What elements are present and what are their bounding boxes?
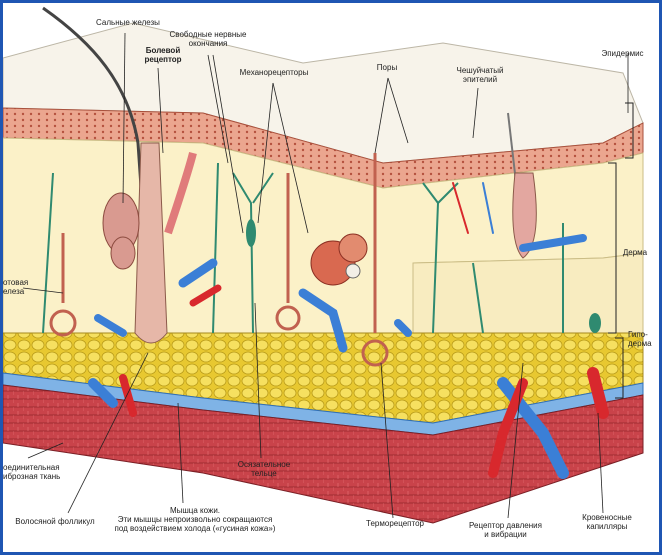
label-pain-receptor: Болевой рецептор (133, 46, 193, 64)
tactile-corpuscle (246, 219, 256, 247)
label-skin-muscle: Мышца кожи. Эти мышцы непроизвольно сокр… (105, 506, 285, 533)
label-squamous-epithelium: Чешуйчатый эпителий (450, 66, 510, 84)
label-sebaceous-glands: Сальные железы (88, 18, 168, 27)
label-free-nerve-endings: Свободные нервные окончания (168, 30, 248, 48)
label-hair-follicle: Волосяной фолликул (10, 517, 100, 526)
pressure-corpuscle (589, 313, 601, 333)
label-mechanoreceptors: Механорецепторы (234, 68, 314, 77)
label-tactile-corpuscle: Осязательное тельце (234, 460, 294, 478)
label-connective-tissue: оединительная иброзная ткань (3, 463, 83, 481)
label-sweat-gland: отовая елеза (3, 278, 43, 296)
label-epidermis: Эпидермис (595, 49, 650, 58)
label-pressure-receptor: Рецептор давления и вибрации (458, 521, 553, 539)
dermis-block-right (413, 253, 643, 333)
label-blood-capillaries: Кровеносные капилляры (572, 513, 642, 531)
label-dermis: Дерма (614, 248, 656, 257)
label-thermoreceptor: Терморецептор (360, 519, 430, 528)
label-pores: Поры (372, 63, 402, 72)
label-hypodermis: Гипо- дерма (628, 330, 658, 348)
skin-cross-section-illustration (3, 3, 659, 552)
